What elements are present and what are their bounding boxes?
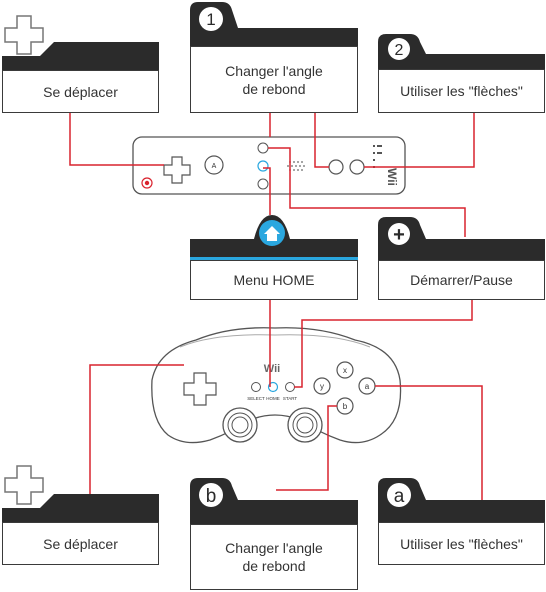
card-home: Menu HOME [190, 215, 358, 300]
home-label: HOME [266, 396, 280, 401]
right-stick [287, 407, 323, 443]
classic-x-button [336, 361, 354, 379]
card-button-b: b Changer l'angle de rebond [190, 478, 358, 590]
plus-badge: + [393, 224, 405, 246]
classic-dpad [183, 372, 217, 406]
card-label: Changer l'angle de rebond [225, 62, 323, 97]
start-label: START [283, 396, 298, 401]
wii-remote: A Wii [132, 136, 406, 195]
select-label: SELECT [247, 396, 265, 401]
wiimote-1-button [328, 159, 344, 175]
wiimote-plus-button [257, 142, 269, 154]
svg-text:x: x [343, 366, 347, 375]
card-move-wiimote: Se déplacer [2, 8, 159, 113]
card-label: Se déplacer [43, 83, 118, 100]
card-button-a: a Utiliser les "flèches" [378, 478, 545, 565]
card-label: Démarrer/Pause [410, 272, 513, 288]
badge-1: 1 [206, 10, 215, 29]
card-plus: + Démarrer/Pause [378, 215, 545, 300]
card-label: Menu HOME [233, 272, 315, 288]
badge-a: a [394, 486, 405, 507]
wiimote-2-button [349, 159, 365, 175]
dpad-icon [4, 15, 44, 55]
classic-controller: SELECT HOME START Wii x y a b [151, 327, 402, 444]
card-move-classic: Se déplacer [2, 460, 159, 565]
dpad-icon [4, 465, 44, 505]
connector-wires [69, 113, 483, 500]
svg-text:y: y [320, 382, 324, 391]
wiimote-a-button [204, 155, 224, 175]
badge-2: 2 [395, 42, 404, 59]
svg-text:b: b [343, 402, 348, 411]
wiimote-a-label: A [212, 163, 217, 170]
card-label: Se déplacer [43, 535, 118, 552]
left-stick [222, 407, 258, 443]
home-icon [264, 226, 280, 241]
card-button-1: 1 Changer l'angle de rebond [190, 2, 358, 113]
classic-brand: Wii [264, 363, 280, 375]
classic-y-button [313, 377, 331, 395]
svg-text:Wii: Wii [385, 168, 399, 186]
svg-text:a: a [365, 382, 370, 391]
badge-b: b [206, 486, 217, 507]
card-label: Changer l'angle de rebond [225, 540, 323, 574]
card-label: Utiliser les "flèches" [400, 535, 523, 552]
card-label: Utiliser les "flèches" [400, 83, 523, 99]
card-button-2: 2 Utiliser les "flèches" [378, 34, 545, 113]
wiimote-minus-button [257, 178, 269, 190]
wiimote-home-button [257, 160, 269, 172]
